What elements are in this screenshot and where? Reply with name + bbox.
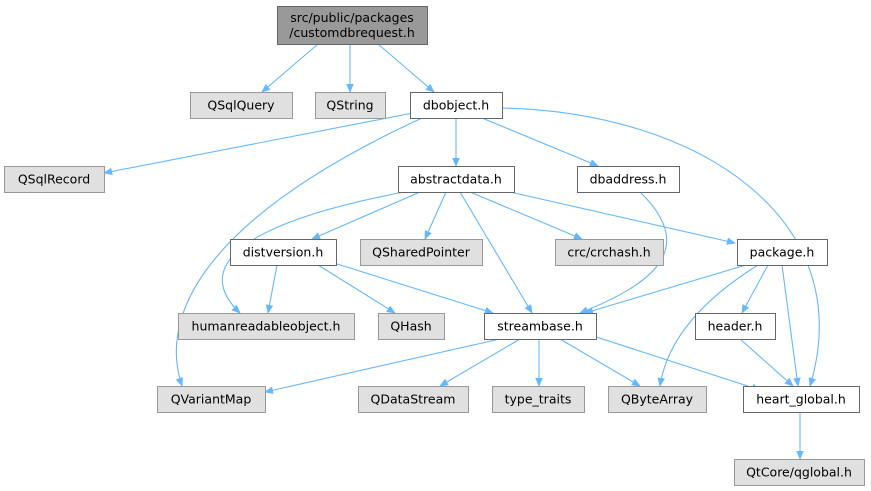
- node-label-header: header.h: [708, 319, 763, 334]
- node-label-qstring: QString: [326, 98, 373, 113]
- node-crchash: crc/crchash.h: [555, 239, 664, 266]
- edge-streambase-to-qvariantmap: [264, 338, 501, 394]
- node-box-dbobject: [410, 92, 503, 119]
- node-qsqlquery: QSqlQuery: [190, 92, 293, 119]
- node-dbobject[interactable]: dbobject.h: [410, 92, 503, 119]
- node-root: src/public/packages/customdbrequest.h: [277, 6, 428, 45]
- node-box-humanreadable: [178, 313, 355, 340]
- node-label-qhash: QHash: [390, 319, 431, 334]
- nodes-layer: src/public/packages/customdbrequest.hQSq…: [4, 6, 865, 486]
- edge-streambase-to-qdatastream: [439, 338, 521, 387]
- node-label-root-line2: /customdbrequest.h: [289, 25, 415, 40]
- edge-dbobject-to-dbaddress: [481, 117, 599, 167]
- edge-distversion-to-qhash: [317, 264, 396, 314]
- node-label-qglobal: QtCore/qglobal.h: [746, 465, 852, 480]
- edge-dbobject-to-heartglobal: [501, 107, 820, 387]
- node-qsqlrecord: QSqlRecord: [4, 166, 105, 193]
- edge-streambase-to-heartglobal: [589, 334, 761, 392]
- node-box-heartglobal: [743, 386, 860, 413]
- edge-header-to-heartglobal: [739, 338, 794, 387]
- node-box-crchash: [555, 239, 664, 266]
- node-box-qhash: [378, 313, 445, 340]
- node-label-dbaddress: dbaddress.h: [590, 172, 667, 187]
- node-label-dbobject: dbobject.h: [423, 98, 489, 113]
- node-box-qsqlquery: [190, 92, 293, 119]
- edge-dbobject-to-qvariantmap: [175, 117, 423, 387]
- node-qstring: QString: [315, 92, 386, 119]
- node-box-qvariantmap: [157, 386, 266, 413]
- node-heartglobal[interactable]: heart_global.h: [743, 386, 860, 413]
- node-label-humanreadable: humanreadableobject.h: [192, 319, 341, 334]
- node-label-qbytearray: QByteArray: [621, 392, 694, 407]
- node-label-crchash: crc/crchash.h: [567, 245, 650, 260]
- edge-abstractdata-to-package: [509, 191, 736, 245]
- node-box-qsqlrecord: [4, 166, 105, 193]
- node-label-typetraits: type_traits: [505, 392, 572, 407]
- node-box-abstractdata: [398, 166, 515, 193]
- node-box-streambase: [484, 313, 597, 340]
- node-box-qglobal: [734, 459, 865, 486]
- edge-distversion-to-streambase: [333, 262, 494, 315]
- node-box-dbaddress: [577, 166, 680, 193]
- edge-root-to-dbobject: [377, 43, 435, 93]
- node-dbaddress[interactable]: dbaddress.h: [577, 166, 680, 193]
- node-box-distversion: [230, 239, 337, 266]
- edge-abstractdata-to-distversion: [311, 191, 421, 240]
- node-label-root-line1: src/public/packages: [290, 10, 414, 25]
- node-box-typetraits: [492, 386, 585, 413]
- node-label-abstractdata: abstractdata.h: [410, 172, 502, 187]
- edge-abstractdata-to-crchash: [469, 191, 583, 240]
- node-label-heartglobal: heart_global.h: [756, 392, 846, 407]
- node-humanreadable: humanreadableobject.h: [178, 313, 355, 340]
- edge-package-to-header: [741, 264, 769, 314]
- edge-dbobject-to-qsqlrecord: [103, 112, 414, 176]
- edge-streambase-to-qbytearray: [559, 338, 641, 387]
- node-label-qdatastream: QDataStream: [371, 392, 456, 407]
- node-header[interactable]: header.h: [695, 313, 776, 340]
- node-qglobal: QtCore/qglobal.h: [734, 459, 865, 486]
- node-streambase[interactable]: streambase.h: [484, 313, 597, 340]
- node-label-distversion: distversion.h: [243, 245, 324, 260]
- node-box-qdatastream: [358, 386, 469, 413]
- node-box-qbytearray: [608, 386, 707, 413]
- edge-root-to-qsqlquery: [261, 43, 319, 93]
- node-distversion[interactable]: distversion.h: [230, 239, 337, 266]
- node-label-qvariantmap: QVariantMap: [171, 392, 252, 407]
- node-box-header: [695, 313, 776, 340]
- node-label-qsharedpointer: QSharedPointer: [372, 245, 471, 260]
- node-box-root: [277, 6, 428, 45]
- node-box-package: [737, 239, 828, 266]
- node-label-qsqlrecord: QSqlRecord: [18, 172, 90, 187]
- edge-package-to-heartglobal: [781, 264, 801, 387]
- node-package[interactable]: package.h: [737, 239, 828, 266]
- node-qvariantmap: QVariantMap: [157, 386, 266, 413]
- node-qdatastream: QDataStream: [358, 386, 469, 413]
- node-label-package: package.h: [750, 245, 815, 260]
- node-qbytearray: QByteArray: [608, 386, 707, 413]
- node-abstractdata[interactable]: abstractdata.h: [398, 166, 515, 193]
- edge-package-to-qbytearray: [657, 264, 759, 387]
- edge-distversion-to-humanreadable: [265, 264, 278, 314]
- edge-package-to-streambase: [584, 264, 747, 315]
- node-typetraits: type_traits: [492, 386, 585, 413]
- node-box-qstring: [315, 92, 386, 119]
- node-qhash: QHash: [378, 313, 445, 340]
- edge-abstractdata-to-qsharedpointer: [424, 191, 447, 240]
- node-box-qsharedpointer: [360, 239, 483, 266]
- node-label-streambase: streambase.h: [497, 319, 583, 334]
- edge-abstractdata-to-streambase: [459, 191, 533, 314]
- node-qsharedpointer: QSharedPointer: [360, 239, 483, 266]
- node-label-qsqlquery: QSqlQuery: [207, 98, 275, 113]
